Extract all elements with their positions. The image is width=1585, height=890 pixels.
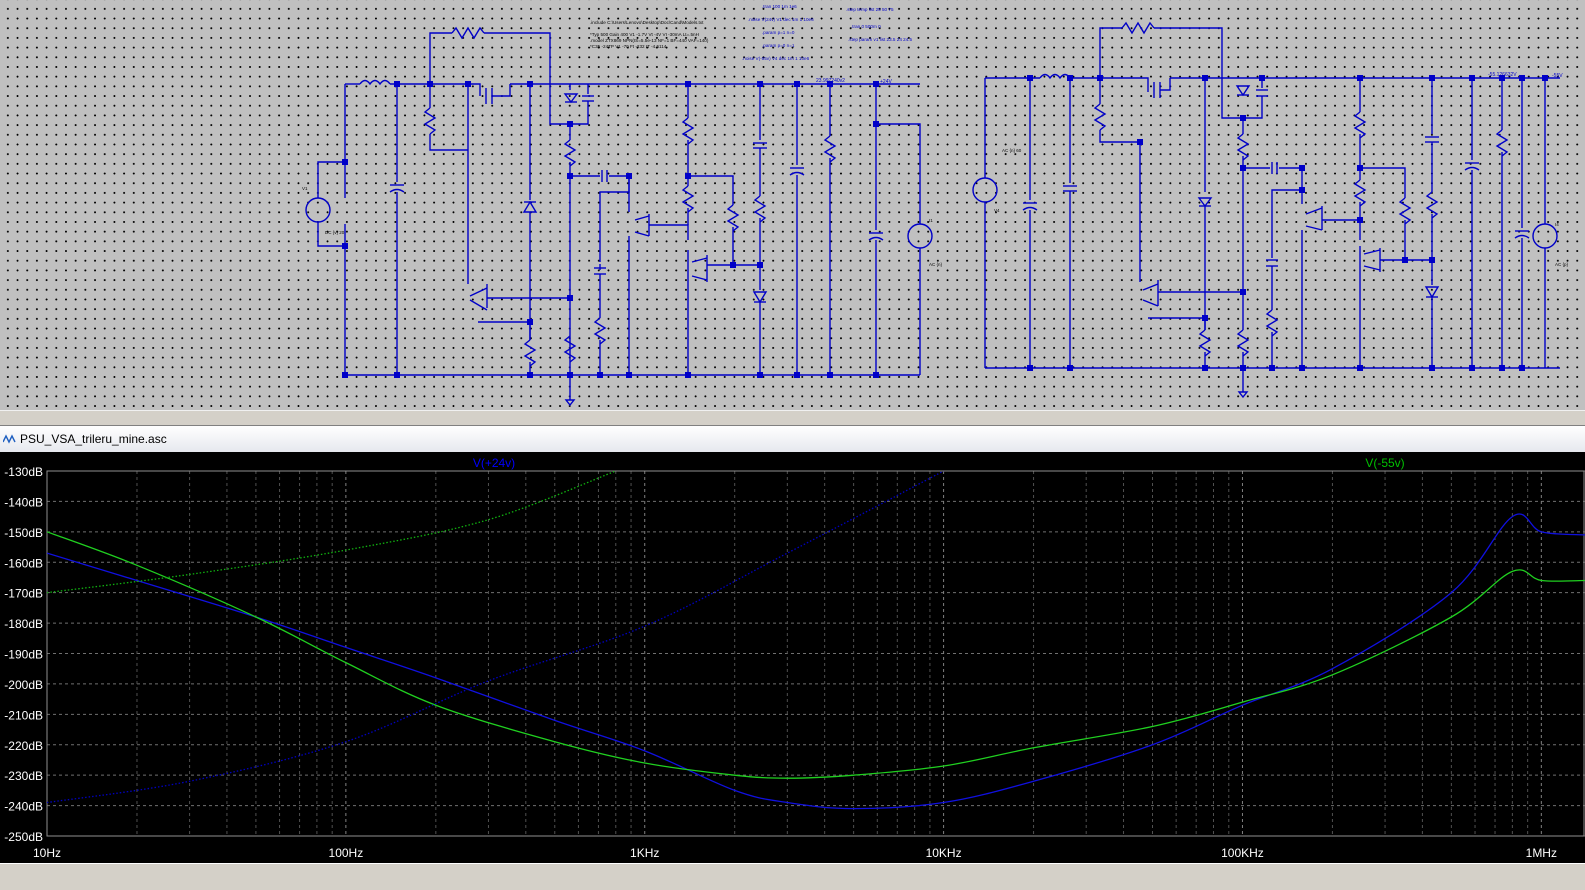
x-tick-label: 100Hz [329,846,364,860]
y-tick-label: -230dB [4,769,43,783]
directive-comment[interactable]: *Typ 500 Gain 400 V1 -1.7V Vt -4V VI -30… [590,32,699,37]
y-tick-label: -180dB [4,617,43,631]
trace-label-v24[interactable]: V(+24v) [473,456,515,470]
y-tick-label: -160dB [4,556,43,570]
cmd-step-temp[interactable]: .step temp list 25 50 75 [846,7,894,12]
junction-dots-left [342,81,879,378]
source-ref-v4[interactable]: V4 [994,208,1000,213]
directive-model[interactable]: .model ZTX869 NPN(IS=5.5e-13 NF=1 BF=440… [590,38,709,43]
x-tick-label: 10Hz [33,846,61,860]
pane-splitter[interactable] [0,410,1585,426]
waveform-window-titlebar[interactable]: PSU_VSA_trileru_mine.asc [0,426,1585,453]
window-title: PSU_VSA_trileru_mine.asc [20,432,167,446]
source-value-v4[interactable]: AC {n} 60 [1002,148,1022,153]
y-tick-label: -130dB [4,465,43,479]
y-tick-label: -190dB [4,648,43,662]
trace-3 [47,471,944,804]
schematic-canvas[interactable]: .include C:\Users\Lenovo\Desktop\Doc\Can… [0,0,1585,410]
source-labels: V1 DC {v} 20 V4 AC {n} 60 I1 AC {n} I4 A… [302,148,1569,267]
directive-include[interactable]: .include C:\Users\Lenovo\Desktop\Doc\Can… [590,20,704,25]
net-value-neg: -55.126632V [1488,72,1517,78]
cmd-param-2[interactable]: .param p=0 n=1 [762,43,795,48]
cmd-tran-2[interactable]: .tran 0 500m 0 [851,24,881,29]
y-tick-label: -170dB [4,587,43,601]
plot-frame [46,470,1585,837]
circuit-left [305,26,933,407]
net-label-neg[interactable]: -55V [1552,73,1563,79]
source-ref-i4[interactable]: I4 [1555,222,1559,227]
net-value-pos: 23.997240v2 [816,78,845,84]
waveform-icon [3,434,16,444]
source-ref-i1[interactable]: I1 [929,218,933,223]
circuit-right [972,21,1560,399]
y-tick-label: -140dB [4,495,43,509]
y-tick-label: -150dB [4,526,43,540]
source-ref-v1[interactable]: V1 [302,186,308,191]
status-bar [0,863,1585,890]
cmd-step-param[interactable]: .step param v1 list 23.5 24 24.5 [848,37,913,42]
x-tick-label: 1KHz [630,846,659,860]
waveform-plot-pane[interactable]: -130dB -140dB -150dB -160dB -170dB -180dB -190… [0,452,1585,863]
x-tick-label: 100KHz [1221,846,1264,860]
x-axis-ticks: 10Hz 100Hz 1KHz 10KHz 100KHz 1MHz [33,846,1557,860]
cmd-param-1[interactable]: .param p=1 n=0 [762,30,795,35]
y-tick-label: -210dB [4,708,43,722]
y-tick-label: -220dB [4,739,43,753]
spice-commands: .tran 100 1m 1e6 .noise V(24v) V1 dec 1m… [742,4,913,61]
trace-label-v55[interactable]: V(-55v) [1365,456,1404,470]
y-tick-label: -250dB [4,830,43,844]
junction-dots-right [1027,75,1548,371]
cmd-noise-2[interactable]: .noise V(-55v) V4 dec 1m 1 10e6 [742,56,810,61]
schematic-pane[interactable]: .include C:\Users\Lenovo\Desktop\Doc\Can… [0,0,1585,410]
trace-1 [47,513,1585,810]
x-tick-label: 1MHz [1526,846,1557,860]
plot-grid [46,470,1585,837]
trace-2 [47,531,1585,779]
plot-traces [47,471,1585,810]
source-value-v1[interactable]: DC {v} 20 [325,230,345,235]
plot-canvas[interactable]: -130dB -140dB -150dB -160dB -170dB -180dB -190… [0,452,1585,863]
y-tick-label: -200dB [4,678,43,692]
y-tick-label: -240dB [4,800,43,814]
net-labels: +24V 23.997240v2 -55V -55.126632V [816,72,1563,85]
cmd-noise-1[interactable]: .noise V(24v) V1 dec 1m 1 10e6 [748,17,814,22]
x-tick-label: 10KHz [926,846,962,860]
net-label-pos[interactable]: +24V [880,79,892,85]
spice-directives: .include C:\Users\Lenovo\Desktop\Doc\Can… [590,20,709,49]
source-value-i4[interactable]: AC {p} [1555,262,1569,267]
cmd-tran[interactable]: .tran 100 1m 1e6 [762,4,797,9]
y-axis-ticks: -130dB -140dB -150dB -160dB -170dB -180dB -190… [4,465,43,844]
trace-4 [47,471,617,594]
directive-comment-2[interactable]: *C35 -24TP V1 -70 Ft -232 IT -4.5114 [590,44,667,49]
source-value-i1[interactable]: AC {n} [929,262,943,267]
